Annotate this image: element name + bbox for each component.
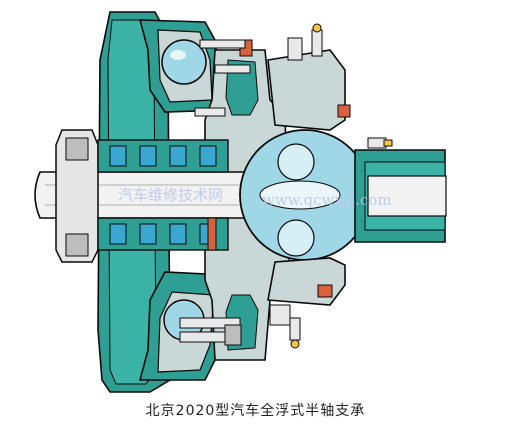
bearing-rollers-lower xyxy=(109,223,217,245)
wheel-cylinder-upper xyxy=(161,39,207,85)
hub-flange xyxy=(55,129,99,263)
kingpin-lower xyxy=(267,257,346,349)
watermark-url: www.qcwxjs.com xyxy=(262,191,392,209)
bolts-lower xyxy=(179,317,242,346)
axle-support-diagram: 汽车维修技术网 www.qcwxjs.com xyxy=(34,11,447,393)
grease-fitting xyxy=(367,137,393,149)
hub-bearings xyxy=(97,139,229,251)
watermark-cn: 汽车维修技术网 xyxy=(118,186,223,204)
constant-velocity-joint xyxy=(239,129,371,261)
bearing-rollers-upper xyxy=(109,145,217,167)
axle-housing-tube xyxy=(354,149,447,243)
figure-caption: 北京2020型汽车全浮式半轴支承 xyxy=(145,403,366,419)
bolts-upper xyxy=(194,39,251,117)
kingpin-upper xyxy=(267,23,346,131)
